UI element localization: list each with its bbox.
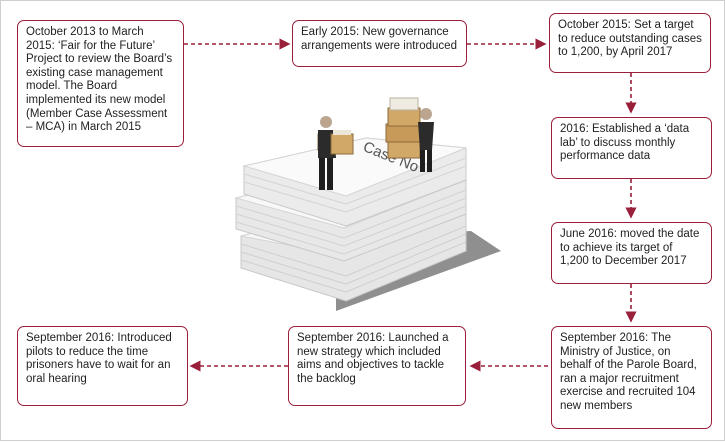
step-8-box: September 2016: Introduced pilots to red… — [17, 326, 188, 406]
step-7-box: September 2016: Launched a new strategy … — [288, 326, 466, 406]
step-7-text: September 2016: Launched a new strategy … — [297, 332, 449, 385]
step-3-box: October 2015: Set a target to reduce out… — [549, 13, 711, 73]
step-1-text: October 2013 to March 2015: ‘Fair for th… — [26, 26, 173, 134]
step-4-box: 2016: Established a ‘data lab’ to discus… — [551, 117, 712, 179]
step-8-text: September 2016: Introduced pilots to red… — [26, 332, 172, 385]
stacked-boxes-figure — [385, 97, 421, 159]
step-2-text: Early 2015: New governance arrangements … — [301, 26, 457, 52]
case-papers-illustration: Case No — [234, 97, 501, 311]
step-1-box: October 2013 to March 2015: ‘Fair for th… — [17, 20, 184, 147]
step-5-box: June 2016: moved the date to achieve its… — [551, 222, 712, 284]
step-6-box: September 2016: The Ministry of Justice,… — [551, 326, 712, 429]
step-4-text: 2016: Established a ‘data lab’ to discus… — [560, 123, 690, 163]
step-5-text: June 2016: moved the date to achieve its… — [560, 228, 700, 268]
step-6-text: September 2016: The Ministry of Justice,… — [560, 332, 697, 412]
step-2-box: Early 2015: New governance arrangements … — [292, 20, 467, 67]
step-3-text: October 2015: Set a target to reduce out… — [558, 19, 702, 59]
person-right-figure — [418, 108, 434, 172]
person-left-figure — [317, 116, 354, 190]
